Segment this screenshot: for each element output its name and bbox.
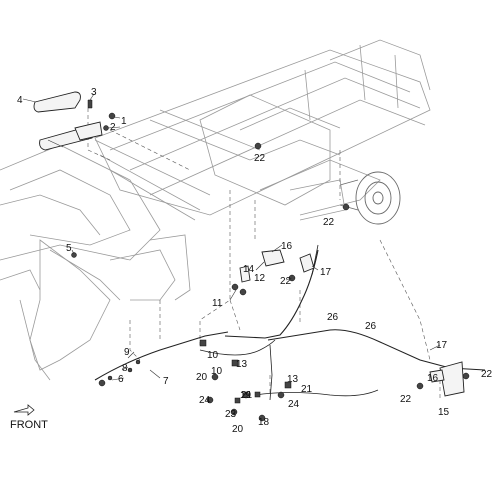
callout-16b: 16 bbox=[427, 373, 439, 384]
callout-16a: 16 bbox=[281, 241, 293, 252]
lever-handle-cover bbox=[33, 91, 81, 113]
callout-22e: 22 bbox=[481, 369, 493, 380]
equalizer-cable-b bbox=[254, 389, 379, 397]
callout-14: 14 bbox=[243, 264, 255, 275]
callout-21a: 21 bbox=[241, 390, 253, 401]
callout-5: 5 bbox=[66, 243, 72, 254]
assembly-guide-lines bbox=[87, 108, 441, 400]
bracket-16-upper bbox=[261, 249, 285, 267]
callout-17b: 17 bbox=[436, 340, 448, 351]
bolt bbox=[87, 99, 93, 109]
callout-17a: 17 bbox=[320, 267, 332, 278]
callout-7: 7 bbox=[163, 376, 169, 387]
callout-1: 1 bbox=[121, 116, 127, 127]
callout-20a: 20 bbox=[196, 372, 208, 383]
bracket-15 bbox=[439, 361, 465, 397]
callout-22c: 22 bbox=[280, 276, 292, 287]
callout-19: 19 bbox=[240, 390, 252, 401]
rear-cable-right bbox=[267, 329, 486, 371]
callout-26b: 26 bbox=[365, 321, 377, 332]
callout-3: 3 bbox=[91, 87, 97, 98]
front-indicator: FRONT bbox=[10, 404, 48, 431]
equalizer-cable-a bbox=[199, 339, 276, 356]
callout-numbers: 1 2 3 4 5 6 7 8 9 10 10 11 12 13 13 14 1… bbox=[17, 87, 493, 435]
chassis-frame bbox=[0, 39, 431, 381]
callout-6: 6 bbox=[118, 374, 124, 385]
callout-15: 15 bbox=[438, 407, 450, 418]
callout-2: 2 bbox=[110, 122, 116, 133]
callout-24a: 24 bbox=[199, 395, 211, 406]
front-label: FRONT bbox=[10, 419, 48, 431]
callout-23: 23 bbox=[225, 409, 237, 420]
callout-24b: 24 bbox=[288, 399, 300, 410]
callout-22b: 22 bbox=[323, 217, 335, 228]
brake-lever-assembly bbox=[33, 91, 116, 151]
callout-26a: 26 bbox=[327, 312, 339, 323]
brackets bbox=[71, 142, 470, 422]
callout-11: 11 bbox=[212, 298, 223, 309]
callout-9: 9 bbox=[124, 347, 130, 358]
callout-10b: 10 bbox=[211, 366, 223, 377]
front-cable bbox=[94, 331, 229, 381]
callout-13a: 13 bbox=[236, 359, 248, 370]
callout-20b: 20 bbox=[232, 424, 244, 435]
callout-22a: 22 bbox=[254, 153, 266, 164]
callout-13b: 13 bbox=[287, 374, 299, 385]
callout-22d: 22 bbox=[400, 394, 412, 405]
leader-lines bbox=[22, 93, 441, 381]
front-arrow-icon bbox=[13, 404, 35, 416]
callout-21b: 21 bbox=[301, 384, 313, 395]
callout-12: 12 bbox=[254, 273, 266, 284]
grommet bbox=[108, 112, 116, 120]
brake-cables bbox=[94, 244, 486, 404]
callout-4: 4 bbox=[17, 95, 23, 106]
callout-18: 18 bbox=[258, 417, 270, 428]
callout-8: 8 bbox=[122, 363, 128, 374]
callout-10a: 10 bbox=[207, 350, 219, 361]
bracket-14 bbox=[239, 265, 251, 283]
